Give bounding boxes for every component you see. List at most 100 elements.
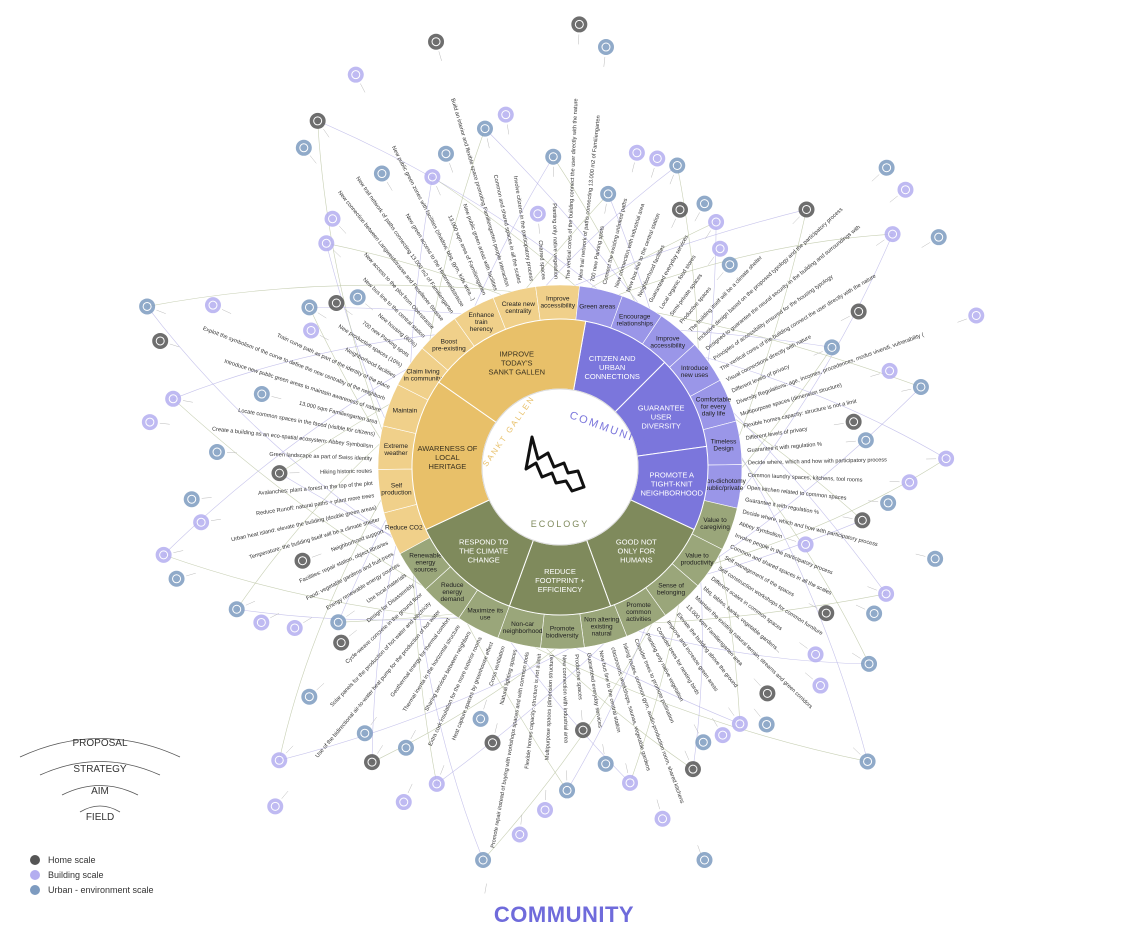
proposal-ray — [339, 225, 347, 234]
proposal-ray — [631, 162, 635, 173]
proposal-ray — [317, 312, 327, 319]
strategy-label: Maintain — [393, 408, 418, 415]
proposal-scale-icon — [818, 605, 835, 622]
proposal-scale-icon — [878, 159, 895, 176]
proposal-scale-icon — [938, 450, 955, 467]
proposal-scale-icon — [695, 734, 712, 751]
proposal-ray — [377, 745, 383, 754]
legend-building-scale-label: Building scale — [48, 870, 104, 880]
proposal-ray — [407, 783, 413, 794]
key-diagram: PROPOSAL STRATEGY AIM FIELD — [19, 738, 181, 823]
proposal-ray — [921, 242, 931, 248]
proposal-label: Charred spaces — [537, 240, 546, 280]
proposal-scale-icon — [228, 601, 245, 618]
proposal-ray — [728, 707, 735, 716]
proposal-ray — [656, 799, 660, 810]
proposal-scale-icon — [798, 201, 815, 218]
proposal-ray — [438, 51, 442, 61]
proposal-ray — [507, 124, 510, 135]
proposal-ray — [840, 315, 850, 321]
page-title: COMMUNITY — [493, 902, 635, 927]
proposal-ray — [520, 814, 523, 825]
proposal-ray — [842, 516, 853, 519]
proposal-ray — [538, 223, 540, 234]
proposal-scale-icon — [349, 289, 366, 306]
proposal-scale-icon — [437, 145, 454, 162]
proposal-scale-icon — [424, 168, 441, 185]
proposal-ray — [697, 845, 702, 855]
proposal-ray — [182, 400, 193, 403]
proposal-scale-icon — [758, 716, 775, 733]
proposal-scale-icon — [671, 201, 688, 218]
proposal-scale-icon — [397, 739, 414, 756]
proposal-ray — [604, 203, 607, 214]
proposal-scale-icon — [253, 614, 270, 631]
proposal-ray — [693, 724, 699, 734]
proposal-ray — [671, 218, 676, 228]
proposal-scale-icon — [537, 801, 554, 818]
proposal-scale-icon — [884, 226, 901, 243]
proposal-ray — [603, 56, 606, 67]
proposal-scale-icon — [878, 585, 895, 602]
proposal-ray — [323, 128, 330, 138]
proposal-ray — [901, 388, 912, 392]
proposal-ray — [156, 309, 166, 314]
proposal-scale-icon — [472, 710, 489, 727]
proposal-ray — [651, 167, 655, 178]
proposal-scale-icon — [845, 413, 862, 430]
proposal-scale-icon — [812, 677, 829, 694]
proposal-scale-icon — [597, 755, 614, 772]
proposal-scale-icon — [333, 634, 350, 651]
urban-scale-dot-icon — [30, 885, 40, 895]
legend-urban-scale-label: Urban - environment scale — [48, 885, 154, 895]
proposal-scale-icon — [183, 491, 200, 508]
proposal-ray — [871, 174, 880, 182]
proposal-scale-icon — [475, 852, 492, 868]
proposal-ray — [712, 717, 718, 727]
proposal-scale-icon — [575, 722, 592, 739]
proposal-ray — [852, 747, 861, 755]
proposal-scale-icon — [649, 150, 666, 167]
proposal-ray — [852, 652, 861, 659]
proposal-ray — [344, 308, 353, 316]
proposal-ray — [669, 174, 674, 185]
proposal-ray — [319, 335, 329, 341]
proposal-ray — [868, 500, 879, 503]
proposal-scale-icon — [330, 614, 347, 631]
proposal-ray — [221, 309, 232, 314]
proposal-scale-icon — [654, 810, 671, 827]
proposal-scale-icon — [559, 782, 576, 799]
proposal-scale-icon — [881, 362, 898, 379]
proposal-ray — [410, 730, 416, 740]
proposal-ray — [285, 745, 294, 754]
proposal-scale-icon — [880, 494, 897, 511]
proposal-ray — [370, 716, 377, 726]
proposal-ray — [876, 239, 885, 246]
proposal-ray — [808, 603, 818, 609]
proposal-ray — [870, 373, 881, 377]
proposal-ray — [581, 710, 583, 721]
proposal-label: New public green zones with facilities (… — [390, 145, 475, 302]
proposal-ray — [486, 138, 490, 149]
proposal-ray — [889, 195, 898, 203]
proposal-label: Hiking historic routes — [320, 469, 372, 476]
proposal-ray — [753, 708, 761, 717]
proposal-scale-icon — [850, 303, 867, 320]
proposal-ray — [348, 629, 357, 637]
proposal-ray — [333, 250, 341, 258]
connection-curve — [146, 306, 740, 725]
proposal-ray — [346, 610, 355, 617]
proposal-scale-icon — [497, 106, 514, 123]
proposal-label: Multipurpose spaces (dimension structure… — [545, 655, 556, 761]
proposal-scale-icon — [622, 774, 639, 791]
proposal-ray — [271, 396, 282, 400]
proposal-scale-icon — [267, 798, 284, 815]
